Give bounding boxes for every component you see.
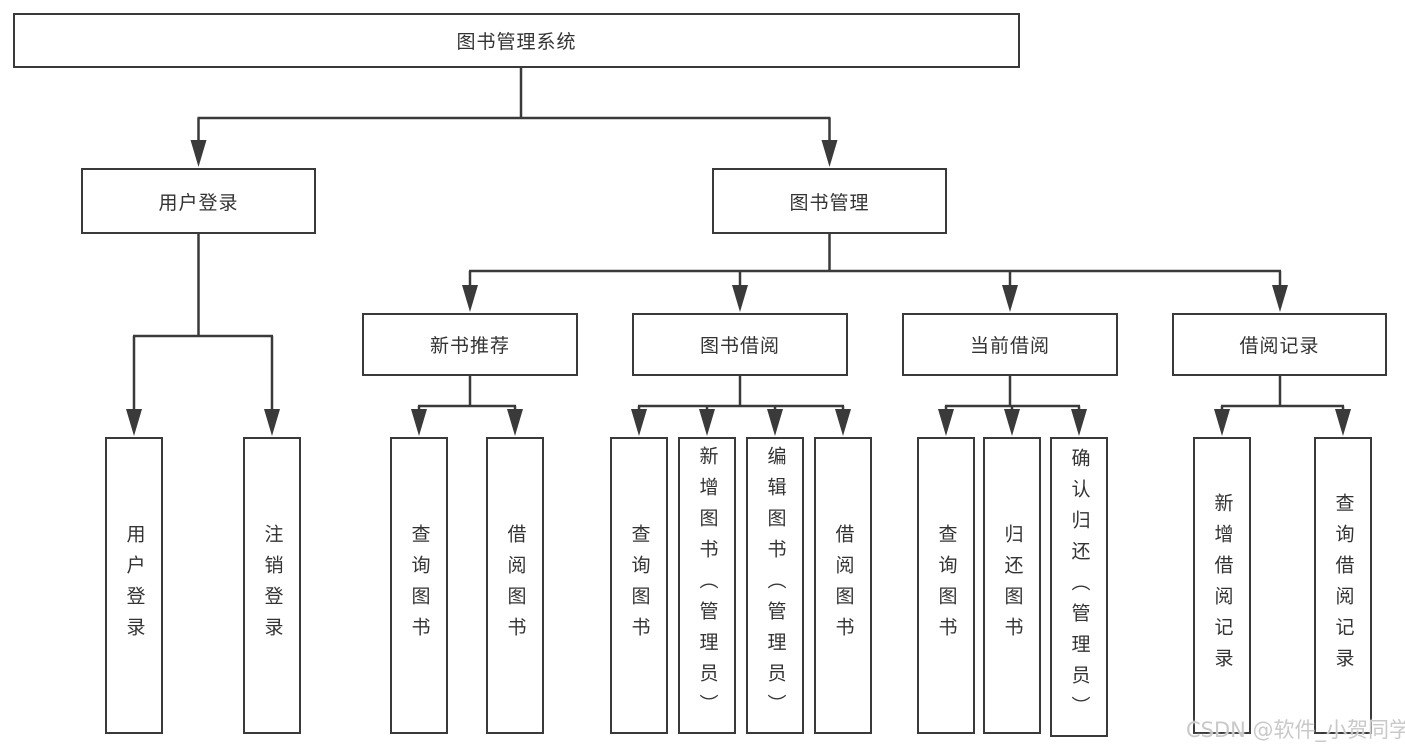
node-user-login-label: 用户登录 [158,191,239,214]
node-current-borrow-label: 当前借阅 [969,335,1050,357]
node-borrow-records: 借阅记录 [1172,313,1387,376]
connector-recommend-to-leaves [417,376,517,414]
watermark: CSDN @软件_小贺同学 [1186,718,1405,742]
node-root: 图书管理系统 [13,13,1020,68]
connector-current-to-leaves [944,376,1081,414]
leaf-return-books: 归还图书 [983,437,1041,734]
connector-records-to-leaves [1220,376,1345,414]
leaf-query-books-borrow-label: 查询图书 [628,523,651,648]
node-user-login: 用户登录 [81,168,316,234]
leaf-borrow-books-label: 借阅图书 [832,523,855,648]
leaf-confirm-return-admin-label: 确认归还（管理员） [1068,447,1091,727]
leaf-add-books-admin: 新增图书（管理员） [678,437,736,734]
leaf-user-login-label: 用户登录 [123,523,146,648]
node-book-management-label: 图书管理 [789,191,870,214]
connector-root-to-level2 [197,68,831,146]
leaf-add-books-admin-label: 新增图书（管理员） [696,446,719,725]
leaf-edit-books-admin-label: 编辑图书（管理员） [764,446,787,725]
leaf-logout-label: 注销登录 [261,523,284,648]
leaf-confirm-return-admin: 确认归还（管理员） [1050,437,1108,737]
leaf-logout: 注销登录 [243,437,301,734]
leaf-query-books-current-label: 查询图书 [935,523,958,648]
leaf-add-borrow-record-label: 新增借阅记录 [1211,492,1234,679]
node-new-book-recommend: 新书推荐 [362,313,578,376]
leaf-query-borrow-record-label: 查询借阅记录 [1332,492,1355,679]
leaf-edit-books-admin: 编辑图书（管理员） [746,437,804,734]
connector-borrow-to-leaves [637,376,845,414]
leaf-return-books-label: 归还图书 [1001,523,1024,648]
node-current-borrow: 当前借阅 [902,313,1118,376]
leaf-query-books-current: 查询图书 [917,437,975,734]
connector-userlogin-to-leaves [132,234,274,414]
node-book-management: 图书管理 [712,168,947,234]
node-root-label: 图书管理系统 [456,31,577,53]
leaf-query-borrow-record: 查询借阅记录 [1314,437,1372,734]
leaf-query-books-recommend-label: 查询图书 [408,523,431,648]
leaf-user-login: 用户登录 [105,437,163,734]
arrowheads [126,140,1351,436]
node-book-borrow: 图书借阅 [632,313,848,376]
leaf-add-borrow-record: 新增借阅记录 [1193,437,1251,734]
leaf-borrow-books-recommend-label: 借阅图书 [504,523,527,648]
connector-bookmgmt-to-level3 [468,234,1282,290]
node-borrow-records-label: 借阅记录 [1239,335,1320,357]
leaf-query-books-recommend: 查询图书 [390,437,448,734]
leaf-borrow-books-recommend: 借阅图书 [486,437,544,734]
leaf-query-books-borrow: 查询图书 [610,437,668,734]
node-book-borrow-label: 图书借阅 [699,335,780,357]
node-new-book-recommend-label: 新书推荐 [429,335,510,357]
leaf-borrow-books: 借阅图书 [814,437,872,734]
